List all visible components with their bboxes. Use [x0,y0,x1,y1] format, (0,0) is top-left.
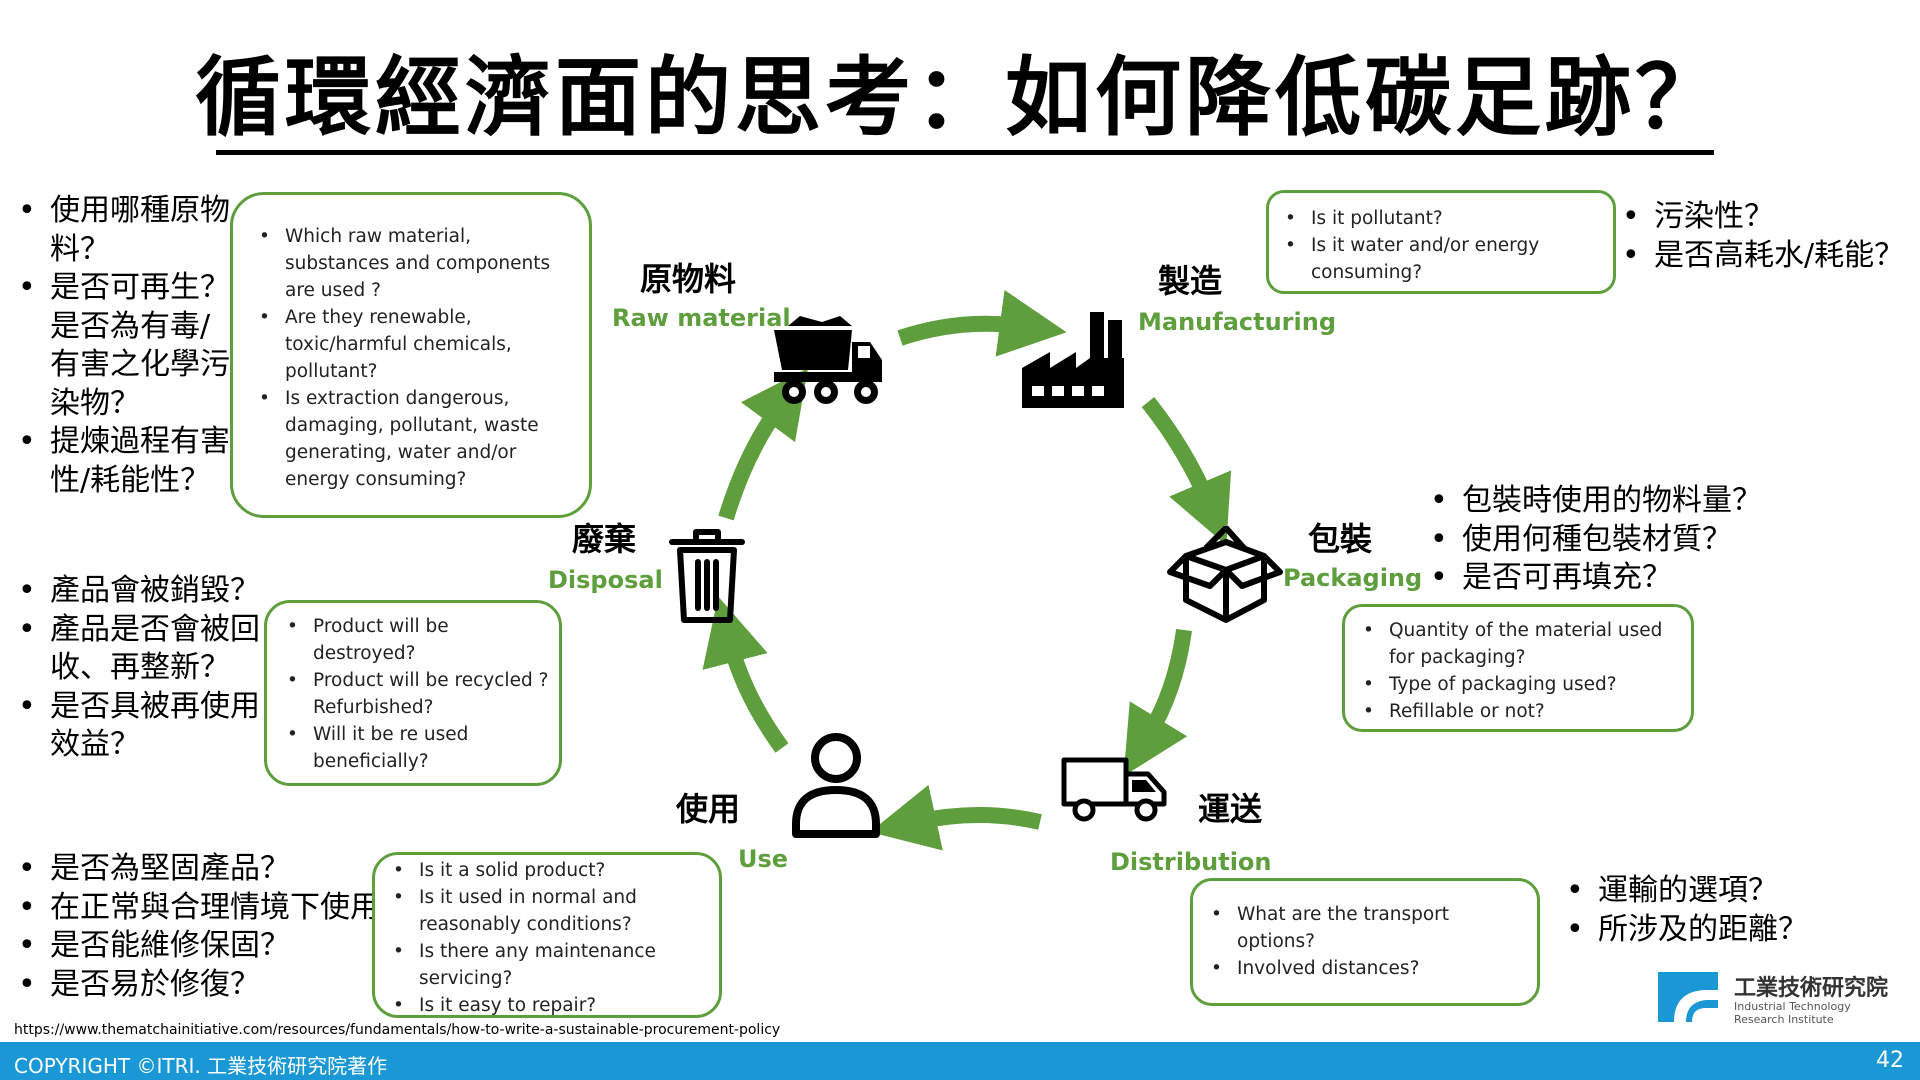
list-item: 產品會被銷毀？ [18,572,268,611]
stage-packaging-en: Packaging [1283,564,1423,592]
packaging-questions-box: Quantity of the material used for packag… [1342,604,1694,732]
stage-use-en: Use [738,845,789,873]
disposal-questions-cn: 產品會被銷毀？ 產品是否會被回收、再整新？ 是否具被再使用效益？ [18,572,268,765]
stage-raw-cn: 原物料 [640,260,737,298]
raw-material-questions-en: Which raw material, substances and compo… [259,223,579,493]
list-item: 使用哪種原物料？ [18,192,240,269]
list-item: Will it be re used beneficially? [287,721,549,775]
list-item: 使用何種包裝材質？ [1430,521,1830,560]
list-item: Is there any maintenance servicing? [393,938,709,992]
arrow-packaging-to-distribution [1123,628,1192,777]
manufacturing-questions-box: Is it pollutant? Is it water and/or ener… [1266,190,1616,294]
list-item: 是否為堅固產品？ [18,850,438,889]
list-item: 是否可再生？是否為有毒/有害之化學污染物？ [18,269,240,423]
itri-logo-icon [1658,972,1718,1022]
raw-material-questions-box: Which raw material, substances and compo… [230,192,592,518]
list-item: 是否能維修保固？ [18,927,438,966]
logo-name-en: Industrial Technology Research Institute [1734,1000,1851,1026]
list-item: Refillable or not? [1363,698,1681,725]
page-number: 42 [1876,1048,1904,1073]
arrow-raw-to-manufacturing [897,290,1067,357]
box-icon [1167,526,1283,623]
list-item: Is it a solid product? [393,857,709,884]
list-item: 是否可再填充？ [1430,559,1830,598]
list-item: Quantity of the material used for packag… [1363,617,1681,671]
distribution-questions-en: What are the transport options? Involved… [1211,901,1527,982]
copyright-text: COPYRIGHT ©ITRI. 工業技術研究院著作 [14,1054,388,1078]
list-item: 運輸的選項？ [1566,872,1866,911]
stage-manufacturing-cn: 製造 [1158,262,1223,300]
stage-distribution-cn: 運送 [1198,790,1263,828]
title-underline [216,150,1714,155]
distribution-questions-cn: 運輸的選項？ 所涉及的距離？ [1566,872,1866,949]
trash-can-icon [669,529,745,623]
list-item: 是否易於修復？ [18,966,438,1005]
list-item: Product will be recycled ? Refurbished? [287,667,549,721]
logo-name: 工業技術研究院 [1734,976,1889,1001]
packaging-questions-cn: 包裝時使用的物料量？ 使用何種包裝材質？ 是否可再填充？ [1430,482,1830,598]
dump-truck-icon [774,316,882,404]
stage-disposal-cn: 廢棄 [572,520,637,558]
list-item: 包裝時使用的物料量？ [1430,482,1830,521]
list-item: Involved distances? [1211,955,1527,982]
disposal-questions-en: Product will be destroyed? Product will … [287,613,549,775]
manufacturing-questions-cn: 污染性？ 是否高耗水/耗能？ [1622,198,1918,275]
page-title: 循環經濟面的思考：如何降低碳足跡？ [195,48,1725,148]
disposal-questions-box: Product will be destroyed? Product will … [264,600,562,786]
stage-manufacturing-en: Manufacturing [1138,308,1336,336]
factory-icon [1022,312,1124,408]
packaging-questions-en: Quantity of the material used for packag… [1363,617,1681,725]
arrow-use-to-disposal [702,596,789,753]
use-questions-en: Is it a solid product? Is it used in nor… [393,857,709,1019]
list-item: 產品是否會被回收、再整新？ [18,611,268,688]
list-item: 是否具被再使用效益？ [18,688,268,765]
distribution-questions-box: What are the transport options? Involved… [1190,878,1540,1006]
stage-use-cn: 使用 [676,790,741,828]
list-item: 提煉過程有害性/耗能性？ [18,423,240,500]
list-item: Is it easy to repair? [393,992,709,1019]
itri-logo: 工業技術研究院 Industrial Technology Research I… [1656,968,1906,1028]
arrow-manufacturing-to-packaging [1141,397,1232,546]
list-item: Is extraction dangerous, damaging, pollu… [259,385,579,493]
list-item: Which raw material, substances and compo… [259,223,579,304]
list-item: 是否高耗水/耗能？ [1622,237,1918,276]
stage-distribution-en: Distribution [1110,848,1272,876]
stage-packaging-cn: 包裝 [1308,520,1373,558]
list-item: Are they renewable, toxic/harmful chemic… [259,304,579,385]
list-item: Type of packaging used? [1363,671,1681,698]
list-item: Product will be destroyed? [287,613,549,667]
list-item: 在正常與合理情境下使用？ [18,889,438,928]
stage-raw-en: Raw material [612,304,791,332]
delivery-truck-icon [1061,757,1167,822]
arrow-distribution-to-use [870,784,1042,851]
list-item: 所涉及的距離？ [1566,911,1866,950]
stage-disposal-en: Disposal [548,566,663,594]
list-item: What are the transport options? [1211,901,1527,955]
list-item: Is it used in normal and reasonably cond… [393,884,709,938]
list-item: Is it water and/or energy consuming? [1285,232,1603,286]
list-item: Is it pollutant? [1285,205,1603,232]
footer-bar: COPYRIGHT ©ITRI. 工業技術研究院著作 42 [0,1042,1920,1080]
use-questions-box: Is it a solid product? Is it used in nor… [372,852,722,1019]
user-icon [792,733,880,838]
source-link[interactable]: https://www.thematchainitiative.com/reso… [14,1022,781,1038]
list-item: 污染性？ [1622,198,1918,237]
manufacturing-questions-en: Is it pollutant? Is it water and/or ener… [1285,205,1603,286]
use-questions-cn: 是否為堅固產品？ 在正常與合理情境下使用？ 是否能維修保固？ 是否易於修復？ [18,850,438,1004]
raw-material-questions-cn: 使用哪種原物料？ 是否可再生？是否為有毒/有害之化學污染物？ 提煉過程有害性/耗… [18,192,240,500]
arrow-disposal-to-raw [718,368,808,521]
